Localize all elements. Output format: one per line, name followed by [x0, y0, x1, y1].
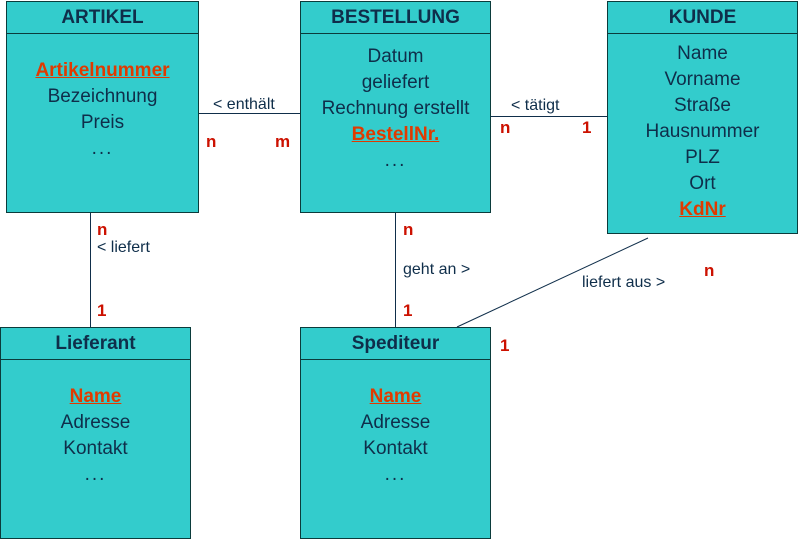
- attribute: Bezeichnung: [47, 86, 158, 107]
- cardinality-enthaelt-bestellung: m: [275, 132, 291, 151]
- entity-kunde: KUNDE Name Vorname Straße Hausnummer PLZ…: [607, 1, 798, 234]
- cardinality-geht-an-bestellung: n: [403, 220, 414, 239]
- cardinality-enthaelt-artikel: n: [206, 132, 217, 151]
- primary-key: Name: [69, 386, 122, 407]
- attribute: PLZ: [685, 147, 720, 168]
- entity-spediteur: Spediteur Name Adresse Kontakt ...: [300, 327, 491, 539]
- attribute: Adresse: [360, 412, 431, 433]
- attribute: Kontakt: [363, 438, 428, 459]
- entity-title: Lieferant: [1, 328, 190, 360]
- cardinality-liefert-aus-kunde: n: [704, 261, 715, 280]
- attribute: geliefert: [361, 72, 430, 93]
- attribute: Rechnung erstellt: [321, 98, 470, 119]
- relation-label-enthaelt: < enthält: [213, 96, 275, 113]
- relation-label-taetigt: < tätigt: [511, 97, 560, 114]
- attribute: Preis: [80, 112, 125, 133]
- more-attributes: ...: [384, 150, 407, 171]
- entity-title: Spediteur: [301, 328, 490, 360]
- line-taetigt: [491, 116, 607, 117]
- entity-title: KUNDE: [608, 2, 797, 34]
- entity-bestellung: BESTELLUNG Datum geliefert Rechnung erst…: [300, 1, 491, 213]
- primary-key: KdNr: [679, 199, 726, 220]
- relation-label-liefert: < liefert: [97, 239, 150, 256]
- attribute: Straße: [673, 95, 732, 116]
- cardinality-taetigt-kunde: 1: [582, 118, 592, 137]
- line-geht-an: [395, 213, 396, 327]
- attribute: Name: [677, 43, 728, 64]
- attribute: Ort: [689, 173, 716, 194]
- more-attributes: ...: [84, 464, 107, 485]
- entity-artikel: ARTIKEL Artikelnummer Bezeichnung Preis …: [6, 1, 199, 213]
- entity-title: ARTIKEL: [7, 2, 198, 34]
- cardinality-liefert-artikel: n: [97, 220, 108, 239]
- cardinality-taetigt-bestellung: n: [500, 118, 511, 137]
- attribute: Adresse: [60, 412, 131, 433]
- relation-label-liefert-aus: liefert aus >: [582, 274, 666, 291]
- line-liefert: [90, 213, 91, 327]
- more-attributes: ...: [91, 138, 114, 159]
- entity-title: BESTELLUNG: [301, 2, 490, 34]
- line-enthaelt: [199, 113, 300, 114]
- attribute: Hausnummer: [645, 121, 760, 142]
- entity-lieferant: Lieferant Name Adresse Kontakt ...: [0, 327, 191, 539]
- attribute: Vorname: [664, 69, 741, 90]
- primary-key: Artikelnummer: [35, 60, 170, 81]
- cardinality-geht-an-spediteur: 1: [403, 301, 413, 320]
- more-attributes: ...: [384, 464, 407, 485]
- cardinality-liefert-aus-spediteur: 1: [500, 336, 510, 355]
- attribute: Datum: [367, 46, 424, 67]
- cardinality-liefert-lieferant: 1: [97, 301, 107, 320]
- primary-key: BestellNr.: [351, 124, 440, 145]
- attribute: Kontakt: [63, 438, 128, 459]
- primary-key: Name: [369, 386, 422, 407]
- relation-label-geht-an: geht an >: [403, 261, 471, 278]
